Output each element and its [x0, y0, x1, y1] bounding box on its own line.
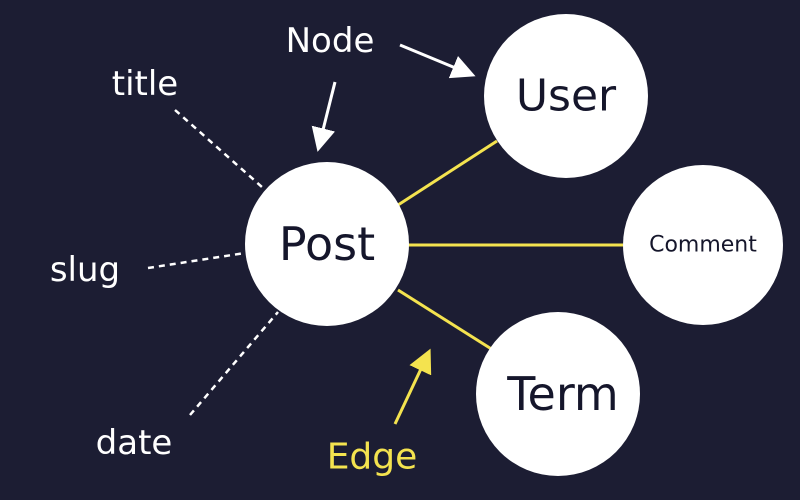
field-label-slug: slug — [50, 250, 120, 290]
node-term-label: Term — [506, 367, 619, 421]
node-term-circle — [476, 312, 640, 476]
annotation-node-label: Node — [286, 21, 375, 61]
node-user[interactable]: User — [484, 14, 648, 178]
field-label-date: date — [96, 423, 173, 463]
edge-post-term — [397, 288, 494, 352]
node-comment-label: Comment — [649, 233, 757, 258]
node-post[interactable]: Post — [245, 162, 409, 326]
edge-arrow — [393, 348, 432, 425]
node-term[interactable]: Term — [476, 312, 640, 476]
node-post-label: Post — [279, 217, 375, 271]
node-user-circle — [484, 14, 648, 178]
edge-post-user — [397, 139, 498, 207]
node-post-circle — [245, 162, 409, 326]
field-connector-slug — [147, 251, 246, 270]
annotation-edge-label: Edge — [327, 437, 418, 478]
node-user-label: User — [516, 71, 617, 122]
node-comment-circle — [623, 165, 783, 325]
field-connector-date — [189, 311, 279, 416]
node-arrow-to-post — [311, 81, 337, 152]
node-comment[interactable]: Comment — [623, 165, 783, 325]
node-arrow-to-user — [399, 43, 476, 79]
field-label-title: title — [112, 64, 178, 104]
field-connector-title — [174, 109, 263, 188]
